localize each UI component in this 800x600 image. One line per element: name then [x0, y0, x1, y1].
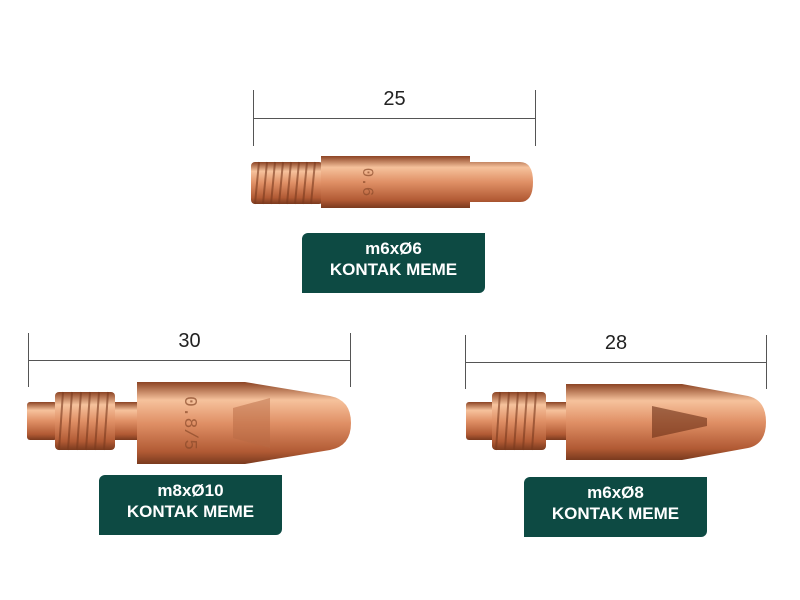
- tip-marking: 0.8/5: [179, 396, 199, 450]
- dimension-value: 25: [383, 88, 406, 110]
- tip-marking: 0.6: [358, 168, 376, 197]
- size-label: m8xØ10: [157, 481, 224, 500]
- product-name: KONTAK MEME: [126, 502, 255, 521]
- dimension-value: 30: [178, 330, 201, 352]
- product-name: KONTAK MEME: [329, 260, 458, 279]
- size-label: m6xØ6: [365, 239, 422, 258]
- product-label: m8xØ10 KONTAK MEME: [99, 475, 282, 535]
- contact-tip-image: 0.8/5: [27, 382, 351, 464]
- contact-tip-image: 0.6: [251, 156, 533, 208]
- product-label: m6xØ8 KONTAK MEME: [524, 477, 707, 537]
- contact-tip-image: [466, 384, 766, 460]
- size-label: m6xØ8: [587, 483, 644, 502]
- dimension-value: 28: [604, 332, 628, 354]
- product-label: m6xØ6 KONTAK MEME: [302, 233, 485, 293]
- product-name: KONTAK MEME: [551, 504, 680, 523]
